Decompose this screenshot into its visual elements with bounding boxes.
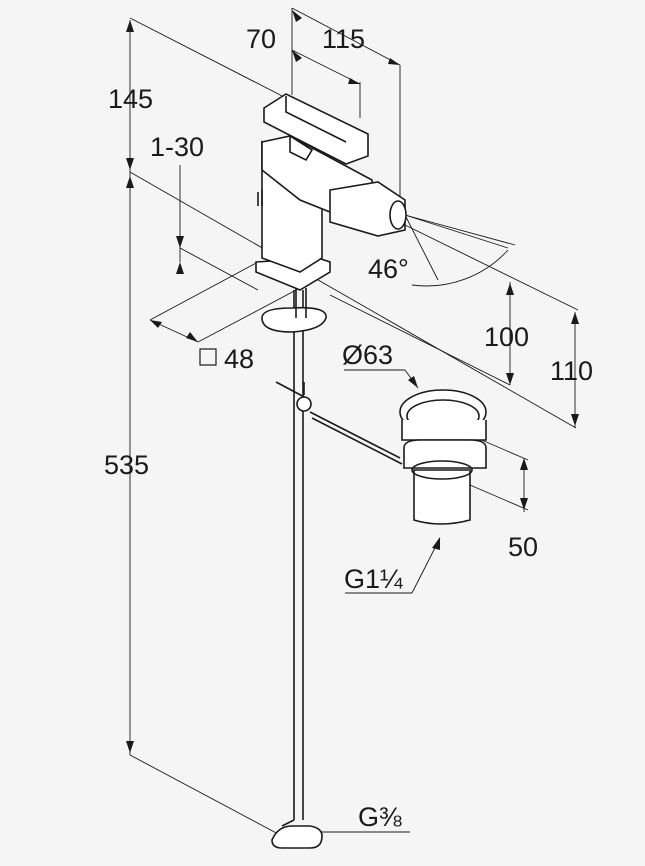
label-deck-thickness: 1-30 [150, 132, 204, 162]
supply-pipe [271, 290, 323, 849]
dimension-lines [129, 7, 579, 839]
label-body-height: 145 [108, 84, 153, 114]
popup-rod [275, 381, 403, 465]
label-waste-height: 50 [508, 532, 538, 562]
label-base-size: 48 [224, 344, 254, 374]
label-spout-height-1: 100 [484, 322, 529, 352]
dimension-labels: 70 115 145 1-30 46° 100 110 48 Ø63 535 5… [104, 24, 593, 832]
waste-assembly [399, 389, 487, 525]
label-spray-angle: 46° [368, 254, 409, 284]
label-pipe-length: 535 [104, 450, 149, 480]
label-handle-offset: 70 [246, 24, 276, 54]
label-spout-height-2: 110 [550, 356, 593, 386]
label-waste-thread: G1¼ [344, 564, 403, 594]
label-supply-thread: G⅜ [358, 802, 402, 832]
mixer-body [255, 93, 407, 333]
label-waste-diameter: Ø63 [342, 340, 393, 370]
dimension-arrowheads [126, 10, 579, 840]
square-icon [199, 348, 217, 366]
label-spout-length: 115 [322, 24, 365, 54]
